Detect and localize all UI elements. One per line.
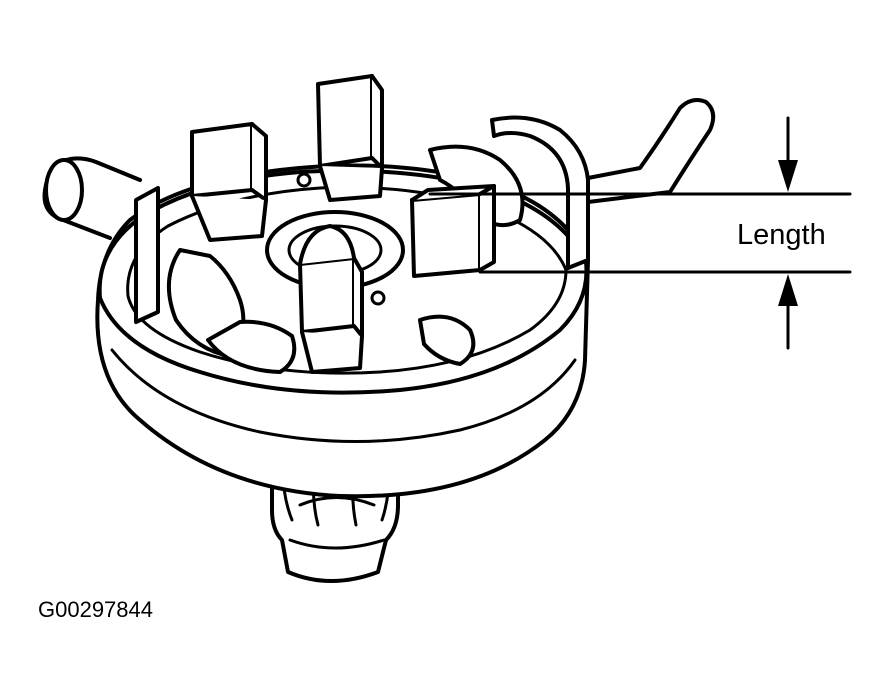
bottom-arrowhead [778,274,798,306]
brush-left [190,122,268,242]
brush-right [410,184,496,278]
left-bracket [134,186,160,324]
right-clip [490,98,716,270]
top-arrowhead [778,160,798,192]
length-dimension [428,116,852,350]
brush-front [298,224,364,374]
length-label: Length [737,219,826,251]
side-terminal-tube [42,156,142,240]
figure-code: G00297844 [38,597,153,622]
brush-rear [316,74,384,202]
